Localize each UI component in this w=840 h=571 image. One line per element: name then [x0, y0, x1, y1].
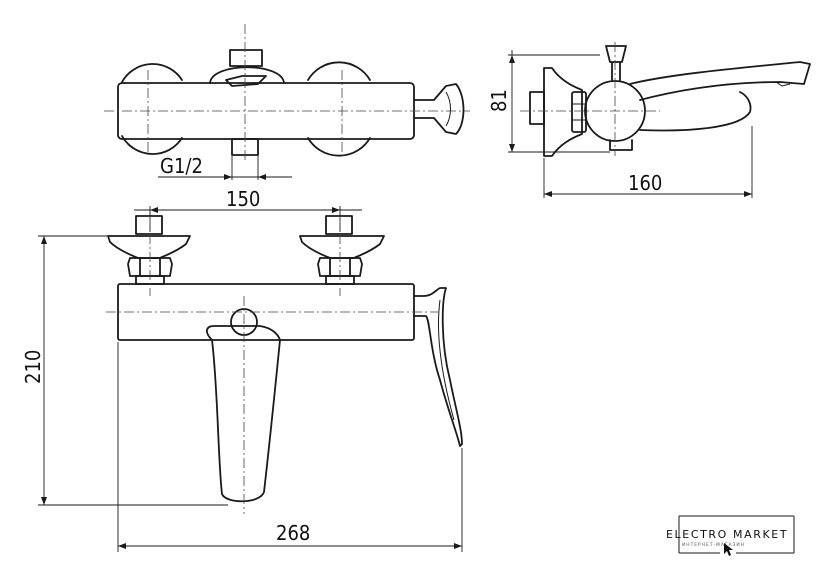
side-view: 81 160	[487, 42, 811, 198]
dim-160: 160	[628, 171, 662, 195]
left-eccentric	[107, 235, 191, 259]
dim-268: 268	[276, 521, 310, 545]
side-rosette	[543, 67, 583, 157]
logo-title: ELECTRO MARKET	[666, 528, 788, 541]
cursor-icon	[724, 543, 733, 556]
left-nut	[127, 257, 173, 277]
right-rosette	[307, 61, 371, 157]
side-spout	[629, 61, 811, 101]
dim-81: 81	[487, 89, 511, 112]
electro-market-logo: ELECTRO MARKET ИНТЕРНЕТ-МАГАЗИН	[666, 515, 795, 556]
side-nut	[571, 91, 587, 133]
front-spout	[206, 325, 281, 503]
side-diverter	[605, 45, 627, 81]
thread-label: G1/2	[160, 154, 203, 178]
dim-210: 210	[21, 350, 45, 384]
diverter-knob	[209, 49, 285, 84]
right-eccentric	[299, 235, 385, 259]
dim-150: 150	[226, 187, 260, 211]
front-handle	[413, 287, 463, 447]
left-rosette	[121, 63, 183, 155]
logo-subtitle: ИНТЕРНЕТ-МАГАЗИН	[682, 542, 745, 548]
front-view: 150 210 2	[21, 187, 463, 552]
right-nut	[317, 257, 363, 277]
top-view: G1/2	[104, 24, 470, 180]
top-handle	[413, 83, 465, 135]
